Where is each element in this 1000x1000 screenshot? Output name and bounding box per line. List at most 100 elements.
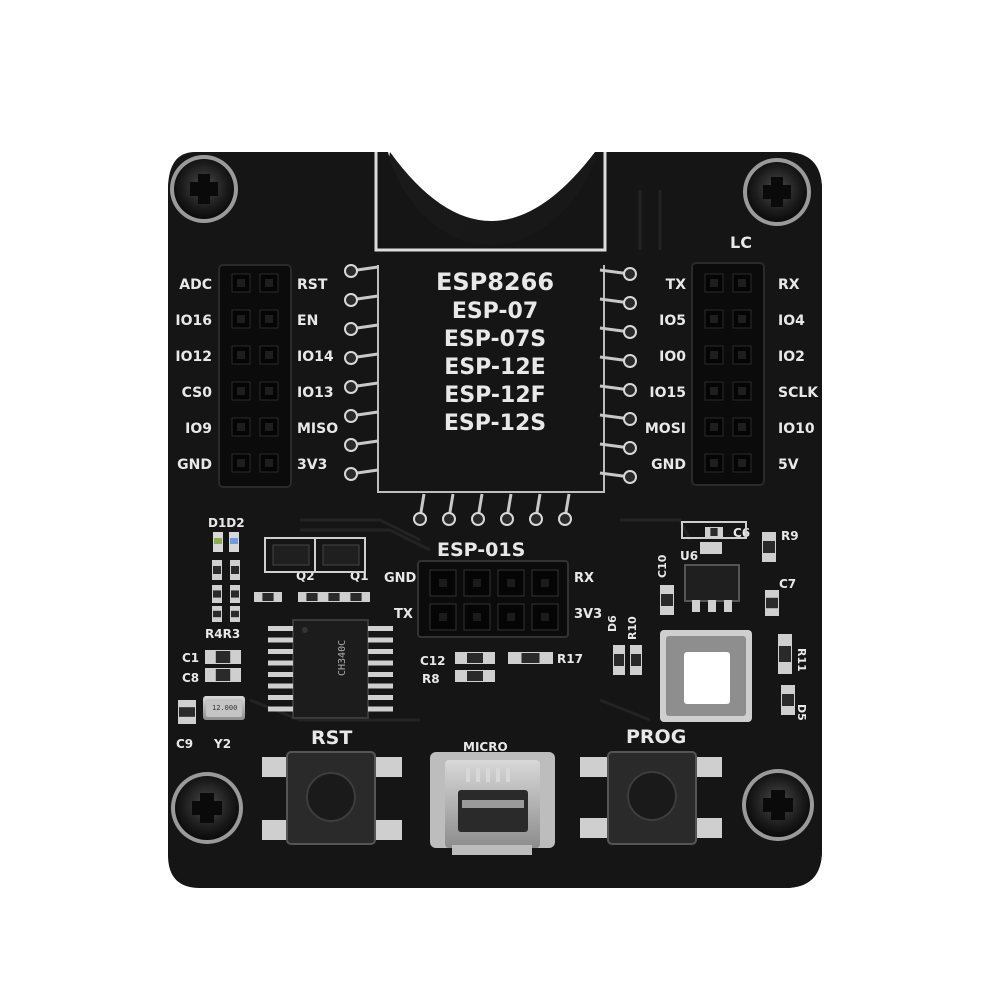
pogo-pin — [623, 325, 637, 339]
label-r11: R11 — [795, 648, 808, 672]
pin-label: MISO — [297, 421, 338, 437]
pin-label: MOSI — [645, 421, 686, 437]
pogo-pin — [344, 380, 358, 394]
screw-top-right — [743, 158, 811, 226]
small-passive-components — [178, 527, 795, 724]
pogo-pin — [623, 354, 637, 368]
pin-label: RST — [297, 277, 328, 293]
pogo-pin — [471, 512, 485, 526]
pogo-pin — [344, 467, 358, 481]
prog-button[interactable] — [580, 751, 722, 845]
pin-label: IO0 — [659, 349, 686, 365]
label-y2: Y2 — [213, 737, 231, 751]
crystal-marking: 12.000 — [212, 704, 237, 712]
pogo-pin — [623, 470, 637, 484]
pin-label: IO2 — [778, 349, 805, 365]
esp01-rx-label: RX — [574, 571, 594, 586]
label-r10: R10 — [626, 616, 639, 640]
esp01s-socket-holes — [429, 569, 559, 631]
prog-button-label: PROG — [626, 726, 686, 748]
pogo-pin — [344, 264, 358, 278]
pogo-pin — [344, 293, 358, 307]
pin-label: IO15 — [649, 385, 686, 401]
usb-label: MICRO — [463, 740, 508, 754]
led-d1d2 — [213, 532, 239, 552]
pin-label: IO16 — [175, 313, 212, 329]
pogo-pin — [558, 512, 572, 526]
screw-bottom-left — [171, 772, 243, 844]
pin-label: RX — [778, 277, 800, 293]
label-c10: C10 — [656, 554, 669, 578]
esp01s-label: ESP-01S — [437, 539, 525, 561]
label-d1d2: D1D2 — [208, 516, 245, 530]
pin-label: 3V3 — [297, 457, 327, 473]
pogo-pins-bottom — [413, 493, 572, 526]
pogo-pin — [623, 267, 637, 281]
pin-label: CS0 — [182, 385, 213, 401]
label-u6: U6 — [680, 549, 698, 563]
module-outline — [374, 152, 607, 252]
pcb-traces — [249, 190, 692, 722]
label-c8: C8 — [182, 671, 199, 685]
esp01-tx-label: TX — [394, 607, 413, 622]
module-name: ESP-12S — [444, 411, 546, 436]
esp01-3v3-label: 3V3 — [574, 607, 602, 622]
regulator-u6 — [681, 521, 747, 612]
pogo-pin — [623, 296, 637, 310]
pogo-pins-left — [344, 264, 379, 481]
micro-usb-connector[interactable] — [430, 752, 555, 855]
label-c9: C9 — [176, 737, 193, 751]
pin-label: ADC — [179, 277, 212, 293]
pogo-pin — [344, 438, 358, 452]
module-name: ESP-07S — [444, 327, 546, 352]
module-name: ESP-07 — [452, 299, 538, 324]
label-r8: R8 — [422, 672, 440, 686]
pogo-pin — [623, 441, 637, 455]
label-r17: R17 — [557, 652, 583, 666]
label-d6: D6 — [606, 615, 619, 632]
label-r9: R9 — [781, 529, 799, 543]
screw-top-left — [170, 155, 238, 223]
module-name: ESP-12F — [444, 383, 545, 408]
left-header-pins — [231, 273, 279, 473]
module-name: ESP-12E — [444, 355, 545, 380]
pin-label: IO5 — [659, 313, 686, 329]
rst-button-label: RST — [311, 727, 352, 749]
pin-label: IO14 — [297, 349, 334, 365]
chip-marking: CH340C — [337, 640, 348, 676]
module-list: ESP8266ESP-07ESP-07SESP-12EESP-12FESP-12… — [436, 268, 554, 436]
right-pin-header — [691, 262, 765, 486]
logo-text: LC — [730, 233, 752, 252]
pin-label: IO4 — [778, 313, 805, 329]
usb-serial-chip: CH340C — [268, 619, 393, 719]
label-d5: D5 — [795, 704, 808, 721]
pin-label: TX — [666, 277, 687, 293]
right-header-pins — [704, 273, 752, 473]
pin-label: IO13 — [297, 385, 334, 401]
pogo-pin — [623, 383, 637, 397]
screw-bottom-right — [742, 769, 814, 841]
pogo-pin — [500, 512, 514, 526]
label-c7: C7 — [779, 577, 796, 591]
pin-label: IO12 — [175, 349, 212, 365]
pin-label: GND — [651, 457, 686, 473]
pin-label: SCLK — [778, 385, 819, 401]
label-c12: C12 — [420, 654, 446, 668]
transistor-q1 — [314, 537, 366, 573]
label-r4r3: R4R3 — [205, 627, 240, 641]
pogo-pin — [442, 512, 456, 526]
rst-button[interactable] — [262, 751, 402, 845]
pin-label: EN — [297, 313, 318, 329]
pin-label: 5V — [778, 457, 799, 473]
crystal-y2: 12.000 — [203, 696, 245, 720]
pin-label: IO9 — [185, 421, 212, 437]
slide-switch[interactable] — [660, 630, 752, 722]
left-pin-header — [218, 264, 292, 488]
pogo-pin — [344, 351, 358, 365]
esp01-gnd-label: GND — [384, 571, 417, 586]
pogo-pin — [344, 409, 358, 423]
module-outline-lower — [377, 265, 605, 493]
